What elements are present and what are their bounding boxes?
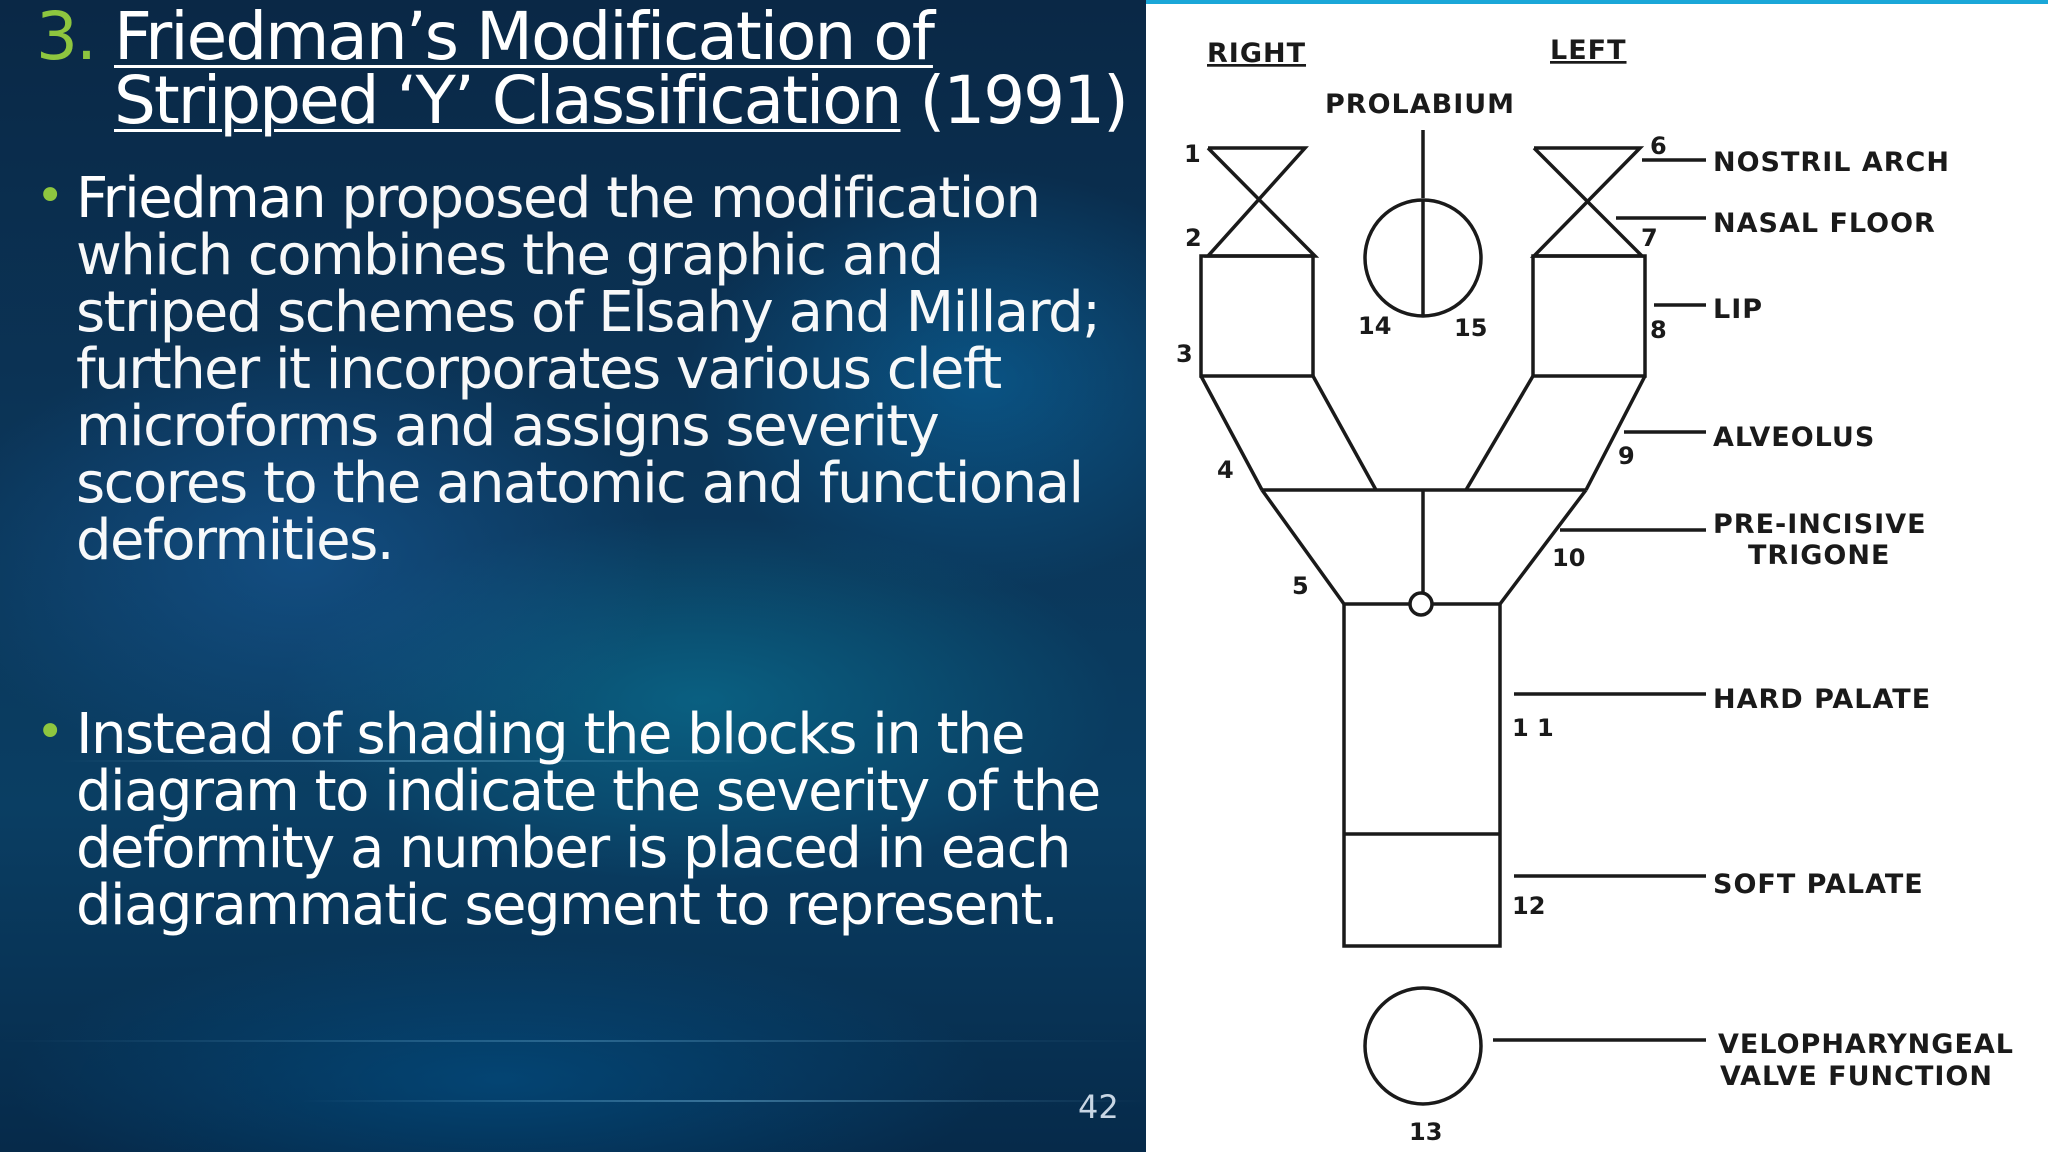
segment-number: 4 (1217, 456, 1234, 484)
right-lip-segment (1199, 254, 1315, 378)
page-number: 42 (1078, 1088, 1119, 1126)
segment-number: 8 (1650, 316, 1667, 344)
title-line-2-underlined: Stripped ‘Y’ Classification (114, 62, 902, 139)
label-soft-palate: SOFT PALATE (1713, 869, 1924, 900)
slide-text-panel: 3. Friedman’s Modification of Stripped ‘… (0, 0, 1146, 1152)
label-nasal-floor: NASAL FLOOR (1713, 208, 1936, 239)
right-alveolus-inner (1311, 375, 1378, 491)
segment-number: 7 (1641, 224, 1658, 252)
bullet-1-lead: Friedman (76, 166, 327, 231)
segment-number: 2 (1185, 224, 1202, 252)
prolabium-label: PROLABIUM (1325, 89, 1515, 120)
right-nostril-hourglass (1204, 146, 1320, 258)
title-year: (1991) (900, 62, 1128, 139)
left-alveolus-outer (1584, 375, 1647, 491)
title-line-2: Stripped ‘Y’ Classification (1991) (114, 68, 1129, 134)
label-trigone: TRIGONE (1748, 540, 1890, 571)
velopharyngeal-circle (1363, 986, 1483, 1106)
label-alveolus: ALVEOLUS (1713, 422, 1875, 453)
segment-number: 1 (1184, 140, 1201, 168)
title-number: 3. (36, 0, 97, 75)
bullet-dot: • (36, 704, 64, 760)
palate-outline (1342, 604, 1502, 948)
title-line-1: Friedman’s Modification of (114, 4, 935, 70)
top-accent-line (1146, 0, 2048, 4)
decorative-streak (0, 1040, 1146, 1042)
segment-number: 6 (1650, 132, 1667, 160)
segment-number: 10 (1552, 544, 1585, 572)
segment-number: 12 (1512, 892, 1545, 920)
segment-number: 3 (1176, 340, 1193, 368)
segment-number: 14 (1358, 312, 1391, 340)
left-lip-segment (1531, 254, 1647, 378)
header-left: LEFT (1550, 35, 1627, 66)
bullet-2: • Instead of shading the blocks in the d… (36, 702, 1116, 938)
bullet-1-text: Friedman proposed the modification which… (76, 170, 1116, 569)
segment-number: 15 (1454, 314, 1487, 342)
label-valve-function: VALVE FUNCTION (1720, 1061, 1993, 1092)
bullet-2-text: Instead of shading the blocks in the dia… (76, 702, 1101, 938)
bullet-dot: • (36, 168, 64, 224)
segment-number: 1 1 (1512, 714, 1554, 742)
decorative-streak (60, 760, 760, 762)
header-right: RIGHT (1207, 38, 1306, 69)
bullet-1-rest: proposed the modification which combines… (76, 166, 1101, 573)
right-alveolus-outer (1199, 375, 1264, 491)
label-velopharyngeal: VELOPHARYNGEAL (1718, 1029, 2014, 1060)
decorative-streak (300, 1100, 1146, 1102)
segment-number: 5 (1292, 572, 1309, 600)
incisive-foramen (1408, 591, 1434, 617)
title-line-1-text: Friedman’s Modification of (114, 0, 935, 75)
label-nostril-arch: NOSTRIL ARCH (1713, 147, 1950, 178)
label-lip: LIP (1713, 294, 1763, 325)
label-pre-incisive: PRE-INCISIVE (1713, 509, 1927, 540)
left-alveolus-inner (1464, 375, 1535, 491)
left-nostril-hourglass (1529, 146, 1647, 258)
striped-y-diagram: RIGHT LEFT PROLABIUM (1176, 35, 2014, 1146)
bullet-1: • Friedman proposed the modification whi… (36, 168, 1116, 569)
label-hard-palate: HARD PALATE (1713, 684, 1931, 715)
segment-number: 9 (1618, 442, 1635, 470)
segment-number: 13 (1409, 1118, 1442, 1146)
